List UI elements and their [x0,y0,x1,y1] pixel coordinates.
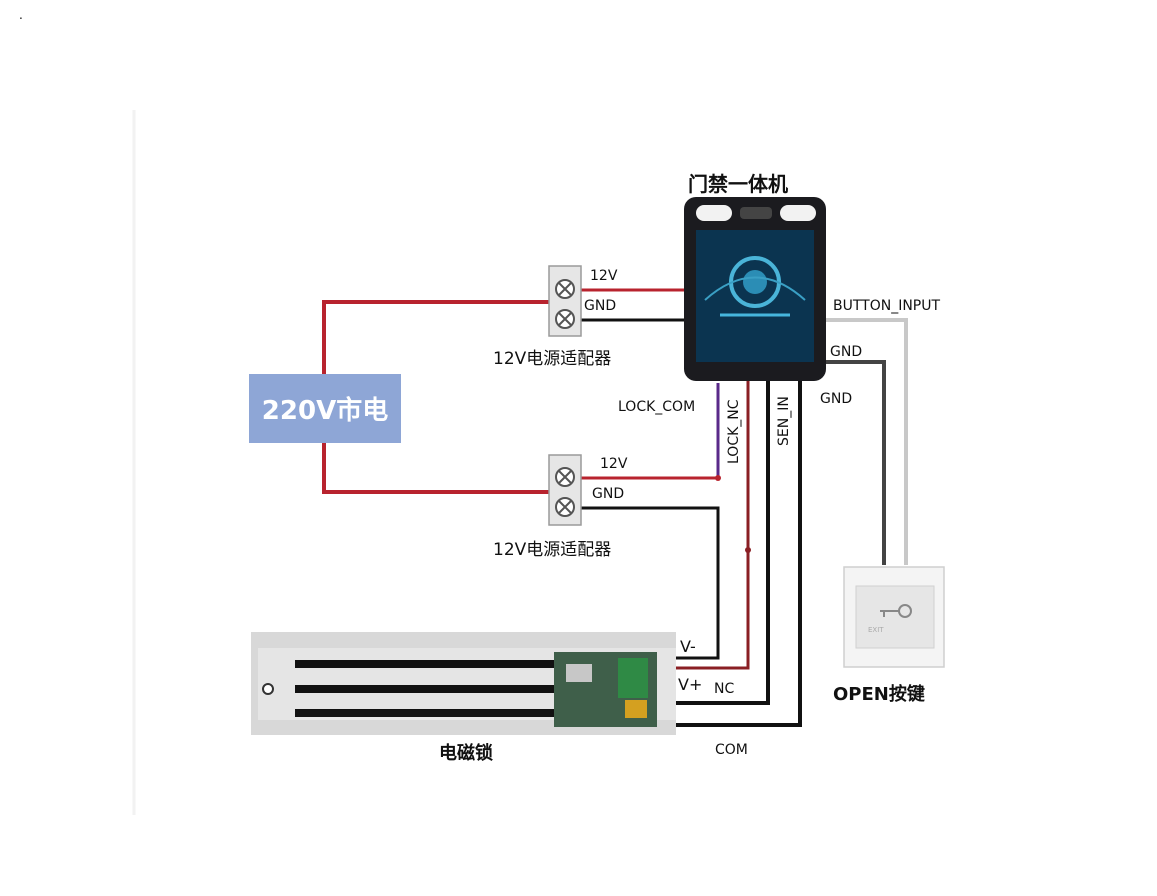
mains-power-box: 220V市电 [249,374,401,443]
maglock-com-label: COM [715,742,748,758]
access-control-device [684,197,826,381]
button-gnd-wire [822,360,886,565]
adapter2-terminal [548,454,582,526]
maglock-nc-label: NC [714,681,735,697]
open-button-image [843,566,945,668]
gnd-right-label-2: GND [820,391,853,407]
maglock-label: 电磁锁 [439,743,493,764]
adapter1-terminal [548,265,582,337]
button-exit-text: EXIT [868,626,884,634]
sen-in-label: SEN_IN [776,396,792,446]
maglock-v-minus-label: V- [680,637,696,656]
button-input-label: BUTTON_INPUT [833,298,941,314]
lock-nc-label: LOCK_NC [726,399,742,464]
adapter1-label: 12V电源适配器 [493,349,612,369]
adapter2-gnd-label: GND [592,486,625,502]
maglock-v-plus-label: V+ [678,675,703,694]
lock-com-label: LOCK_COM [618,399,696,415]
adapter2-label: 12V电源适配器 [493,540,612,560]
gnd-right-label-1: GND [830,344,863,360]
lock-nc-wire [675,378,750,670]
adapter2-12v-label: 12V [600,456,628,472]
com-wire [675,378,802,727]
top-mark: . [19,8,23,22]
maglock-image [251,632,676,735]
adapter1-output-wires [580,288,688,322]
adapter2-output-wires [580,476,720,660]
junction-dot [745,547,751,553]
device-title: 门禁一体机 [688,172,788,196]
junction-dot [715,475,721,481]
open-button-label: OPEN按键 [833,684,925,705]
sen-in-wire [675,378,770,705]
adapter1-12v-label: 12V [590,268,618,284]
mains-power-wires [322,300,553,494]
adapter1-gnd-label: GND [584,298,617,314]
button-input-wire [822,318,908,565]
